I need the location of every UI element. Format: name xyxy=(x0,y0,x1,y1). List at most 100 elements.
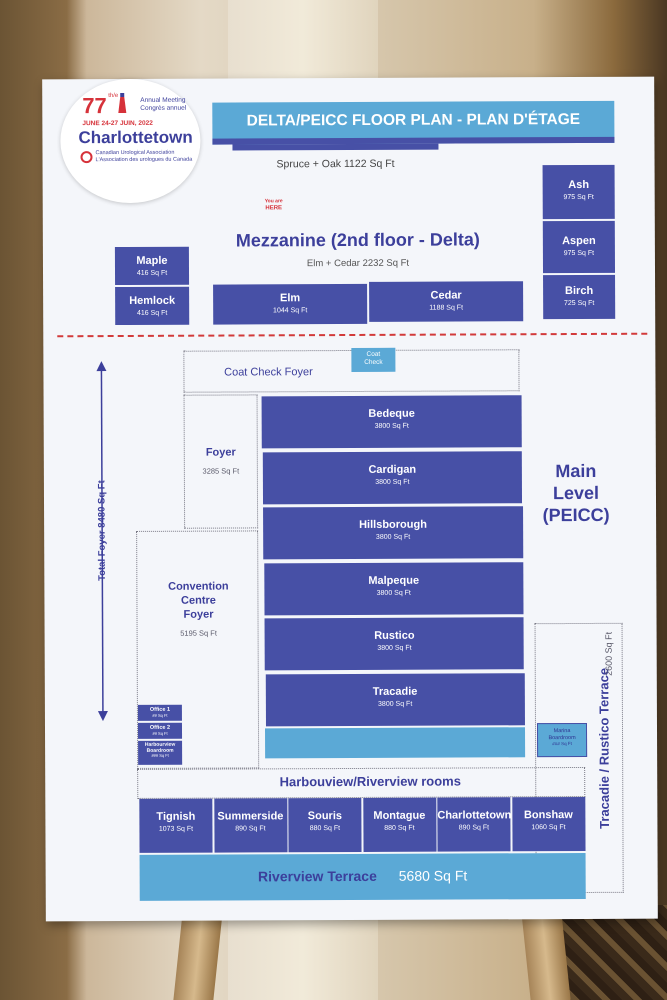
room-size: 890 Sq Ft xyxy=(458,824,490,832)
room-size: 416 Sq Ft xyxy=(136,269,168,278)
room-montague: Montague 880 Sq Ft xyxy=(362,797,437,852)
office-2: Office 2 ## Sq Ft xyxy=(137,722,183,739)
conference-logo: 77 th/e Annual Meeting Congrès annuel JU… xyxy=(60,78,201,204)
mezzanine-subtitle: Elm + Cedar 2232 Sq Ft xyxy=(306,257,410,270)
room-size: 3800 Sq Ft xyxy=(374,422,409,430)
room-name: Rustico xyxy=(374,629,415,642)
room-bedeque: Bedeque 3800 Sq Ft xyxy=(261,395,522,449)
room-name: Souris xyxy=(307,810,343,823)
room-tracadie: Tracadie 3800 Sq Ft xyxy=(265,672,525,726)
room-name: Tracadie xyxy=(372,685,418,698)
riverview-terrace-size: 5680 Sq Ft xyxy=(398,867,468,884)
room-aspen: Aspen 975 Sq Ft xyxy=(542,220,616,274)
foyer-label: Foyer xyxy=(205,446,236,459)
room-size: 725 Sq Ft xyxy=(563,300,595,308)
room-size: 880 Sq Ft xyxy=(384,824,415,832)
office-size: ## Sq Ft xyxy=(152,712,168,718)
riverview-terrace-label: Riverview Terrace xyxy=(258,867,377,885)
page-title: DELTA/PEICC FLOOR PLAN - PLAN D'ÉTAGE xyxy=(246,110,581,130)
office-size: ### Sq Ft xyxy=(151,752,169,758)
room-size: 3800 Sq Ft xyxy=(375,533,411,541)
main-level-label-2: Level xyxy=(552,482,600,504)
convention-label-1: Convention xyxy=(168,580,229,593)
coat-check-label-2: Check xyxy=(364,358,383,366)
office-1: Office 1 ## Sq Ft xyxy=(137,704,182,721)
room-rustico: Rustico 3800 Sq Ft xyxy=(264,617,524,671)
easel-leg-left xyxy=(173,912,223,1000)
room-name: Summerside xyxy=(217,810,284,823)
room-size: 1044 Sq Ft xyxy=(273,307,308,315)
logo-line2: Congrès annuel xyxy=(140,104,187,112)
logo-number: 77 xyxy=(82,93,107,119)
room-size: 1073 Sq Ft xyxy=(158,825,194,833)
foyer-area xyxy=(183,394,259,529)
mezzanine-title: Mezzanine (2nd floor - Delta) xyxy=(235,229,480,251)
you-are-here-marker: HERE xyxy=(265,205,283,212)
foyer-size: 3285 Sq Ft xyxy=(202,466,240,476)
room-name: Ash xyxy=(568,178,590,192)
main-rooms-bottom-strip xyxy=(265,727,526,759)
room-malpeque: Malpeque 3800 Sq Ft xyxy=(264,561,524,615)
cua-emblem-icon xyxy=(80,151,93,164)
riverview-terrace: Riverview Terrace 5680 Sq Ft xyxy=(139,852,586,901)
room-name: Malpeque xyxy=(368,574,420,587)
total-foyer-label: Total Foyer 8480 Sq Ft xyxy=(96,480,108,581)
room-maple: Maple 416 Sq Ft xyxy=(114,246,190,286)
room-charlottetown: Charlottetown 890 Sq Ft xyxy=(437,797,512,852)
logo-line1: Annual Meeting xyxy=(140,96,186,104)
room-ash: Ash 975 Sq Ft xyxy=(542,164,615,220)
logo-assoc2: L'Association des urologues du Canada xyxy=(95,156,193,164)
floor-plan-board: 77 th/e Annual Meeting Congrès annuel JU… xyxy=(42,76,658,922)
room-name: Charlottetown xyxy=(437,809,512,822)
room-name: Bonshaw xyxy=(523,809,573,822)
marina-size: ### Sq Ft xyxy=(552,741,572,747)
logo-assoc1: Canadian Urological Association xyxy=(95,149,175,157)
room-name: Bedeque xyxy=(368,407,415,420)
room-size: 1188 Sq Ft xyxy=(429,304,464,312)
room-name: Cedar xyxy=(430,289,462,302)
room-name: Hillsborough xyxy=(359,518,427,531)
coat-check-label-1: Coat xyxy=(366,350,381,358)
room-hemlock: Hemlock 416 Sq Ft xyxy=(115,286,190,326)
convention-label-3: Foyer xyxy=(183,608,214,621)
main-level-label-3: (PEICC) xyxy=(542,504,610,526)
spruce-oak-bar xyxy=(232,143,439,151)
room-size: 3800 Sq Ft xyxy=(376,589,411,597)
room-size: 3800 Sq Ft xyxy=(378,700,413,708)
convention-label-2: Centre xyxy=(180,594,216,607)
carpet xyxy=(560,905,667,1000)
room-name: Birch xyxy=(565,284,594,298)
room-size: 975 Sq Ft xyxy=(563,250,595,258)
title-banner: DELTA/PEICC FLOOR PLAN - PLAN D'ÉTAGE xyxy=(212,100,615,145)
main-level-label-1: Main xyxy=(555,460,597,482)
office-size: ## Sq Ft xyxy=(152,730,168,736)
coat-check-box: Coat Check xyxy=(351,347,396,372)
room-hillsborough: Hillsborough 3800 Sq Ft xyxy=(263,506,523,560)
room-name: Aspen xyxy=(562,234,596,248)
floor-divider xyxy=(57,332,648,338)
convention-size: 5195 Sq Ft xyxy=(180,628,217,638)
room-size: 3800 Sq Ft xyxy=(375,478,410,486)
room-size: 890 Sq Ft xyxy=(235,825,266,833)
room-name: Montague xyxy=(373,809,426,822)
lighthouse-icon xyxy=(115,92,129,114)
room-elm: Elm 1044 Sq Ft xyxy=(213,283,368,325)
marina-boardroom: Marina Boardroom ### Sq Ft xyxy=(536,722,588,758)
total-foyer-arrow xyxy=(95,361,109,722)
room-size: 975 Sq Ft xyxy=(563,194,594,202)
room-birch: Birch 725 Sq Ft xyxy=(543,274,616,320)
harbourview-boardroom: Harbourview Boardroom ### Sq Ft xyxy=(138,740,183,765)
room-cedar: Cedar 1188 Sq Ft xyxy=(369,281,524,322)
room-size: 3800 Sq Ft xyxy=(377,644,412,652)
harbourview-riverview-label: Harbouview/Riverview rooms xyxy=(279,773,461,790)
room-summerside: Summerside 890 Sq Ft xyxy=(213,798,288,853)
room-size: 880 Sq Ft xyxy=(309,825,341,833)
room-souris: Souris 880 Sq Ft xyxy=(288,797,362,853)
you-are-here-label: You are xyxy=(264,198,283,205)
room-name: Hemlock xyxy=(129,294,176,307)
room-name: Elm xyxy=(280,292,301,305)
logo-city: Charlottetown xyxy=(78,127,193,148)
